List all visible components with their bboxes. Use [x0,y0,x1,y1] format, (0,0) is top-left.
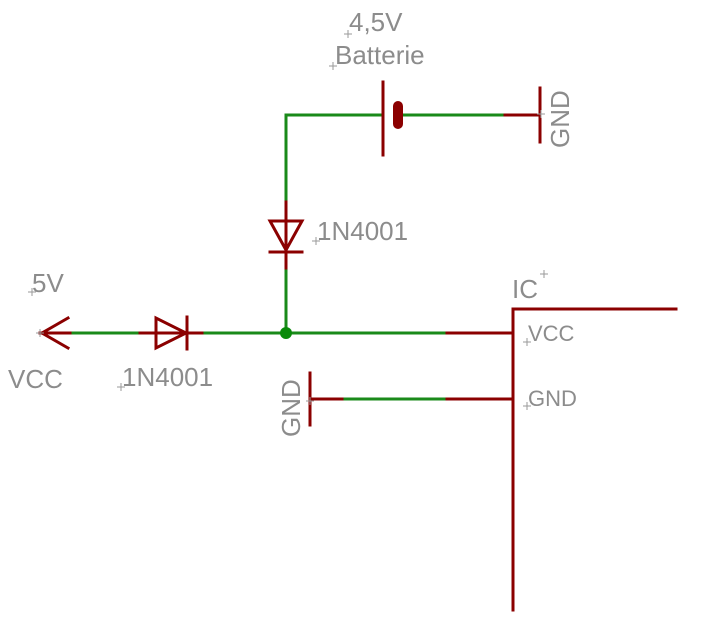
gnd-left-label: GND [276,379,306,437]
gnd-battery-label: GND [545,90,575,148]
diode-bottom-label: 1N4001 [122,362,213,392]
gnd-symbol-left [308,371,344,427]
origin-marker [312,237,320,245]
origin-marker [523,338,531,346]
origin-marker [306,397,314,405]
supply-voltage-label: 5V [32,268,64,298]
battery-name-label: Batterie [335,40,425,70]
battery-voltage-label: 4,5V [349,7,403,37]
origin-marker [117,383,125,391]
ic-pin-vcc-label: VCC [528,321,575,346]
components [38,80,678,612]
origin-marker [540,270,548,278]
diode-bottom [138,315,204,351]
diode-top-label: 1N4001 [317,216,408,246]
origin-marker [28,288,36,296]
origin-marker [537,110,545,118]
ic-pin-gnd-label: GND [528,386,577,411]
origin-marker [329,62,337,70]
junction-dot [280,327,292,339]
vcc-supply-symbol [38,315,72,351]
origin-marker [523,402,531,410]
battery-symbol [381,80,403,157]
origin-marker [344,30,352,38]
origin-markers [28,30,548,410]
origin-marker [36,329,44,337]
diode-top [267,200,305,270]
ic-name-label: IC [512,274,538,304]
ic-body [511,307,678,612]
gnd-symbol-battery [503,86,542,144]
supply-name-label: VCC [8,364,63,394]
